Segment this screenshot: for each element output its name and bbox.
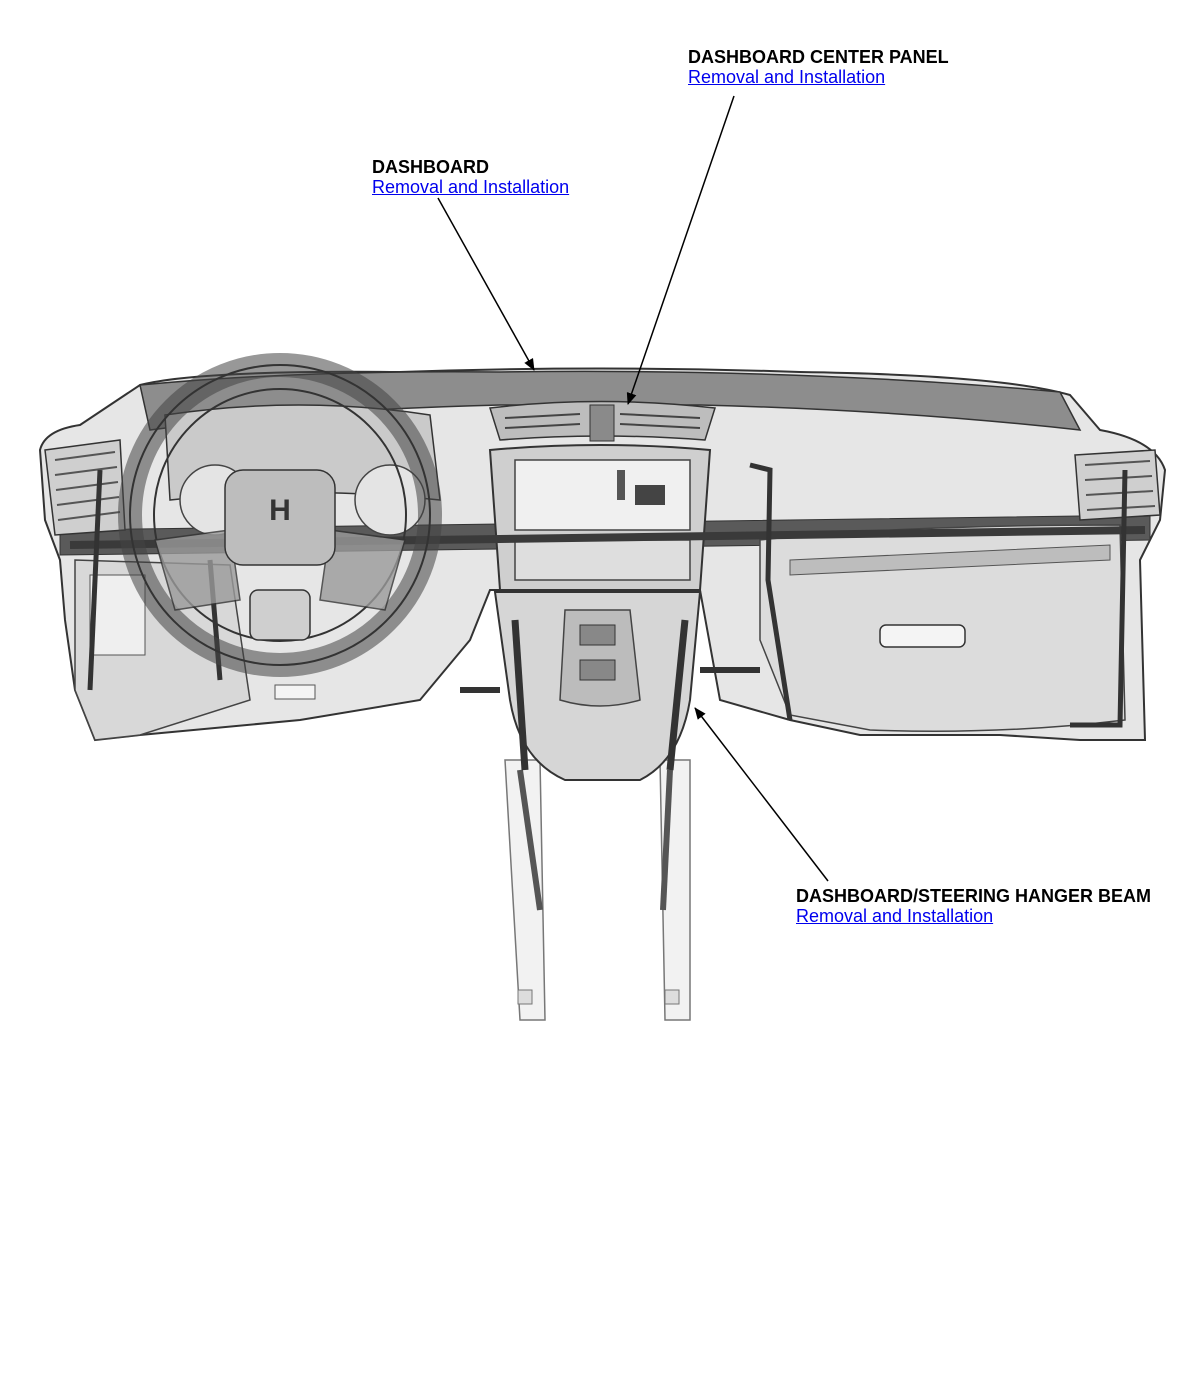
steering-wheel bbox=[118, 353, 442, 677]
hanger-beam-removal-link[interactable]: Removal and Installation bbox=[796, 906, 994, 926]
leader-arrows bbox=[437, 95, 829, 882]
right-side-vent bbox=[1074, 449, 1161, 521]
center-display-panel bbox=[488, 444, 712, 591]
arrow-dashboard bbox=[437, 197, 535, 371]
left-side-vent bbox=[44, 439, 126, 536]
dashboard-removal-link[interactable]: Removal and Installation bbox=[372, 177, 570, 197]
center-vents bbox=[489, 400, 716, 442]
honda-logo: H bbox=[269, 494, 291, 527]
arrow-center-panel bbox=[626, 95, 735, 405]
callout-hanger-beam: DASHBOARD/STEERING HANGER BEAM Removal a… bbox=[796, 886, 1151, 926]
callout-center-panel-title: DASHBOARD CENTER PANEL bbox=[688, 47, 949, 67]
arrow-hanger-beam bbox=[694, 707, 829, 882]
callout-dashboard-title: DASHBOARD bbox=[372, 157, 489, 177]
callout-hanger-beam-title: DASHBOARD/STEERING HANGER BEAM bbox=[796, 886, 1152, 906]
callout-dashboard: DASHBOARD Removal and Installation bbox=[372, 157, 569, 197]
center-panel-removal-link[interactable]: Removal and Installation bbox=[688, 67, 886, 87]
center-console-lower bbox=[504, 759, 691, 1021]
center-console bbox=[493, 591, 702, 781]
callout-center-panel: DASHBOARD CENTER PANEL Removal and Insta… bbox=[688, 47, 949, 87]
